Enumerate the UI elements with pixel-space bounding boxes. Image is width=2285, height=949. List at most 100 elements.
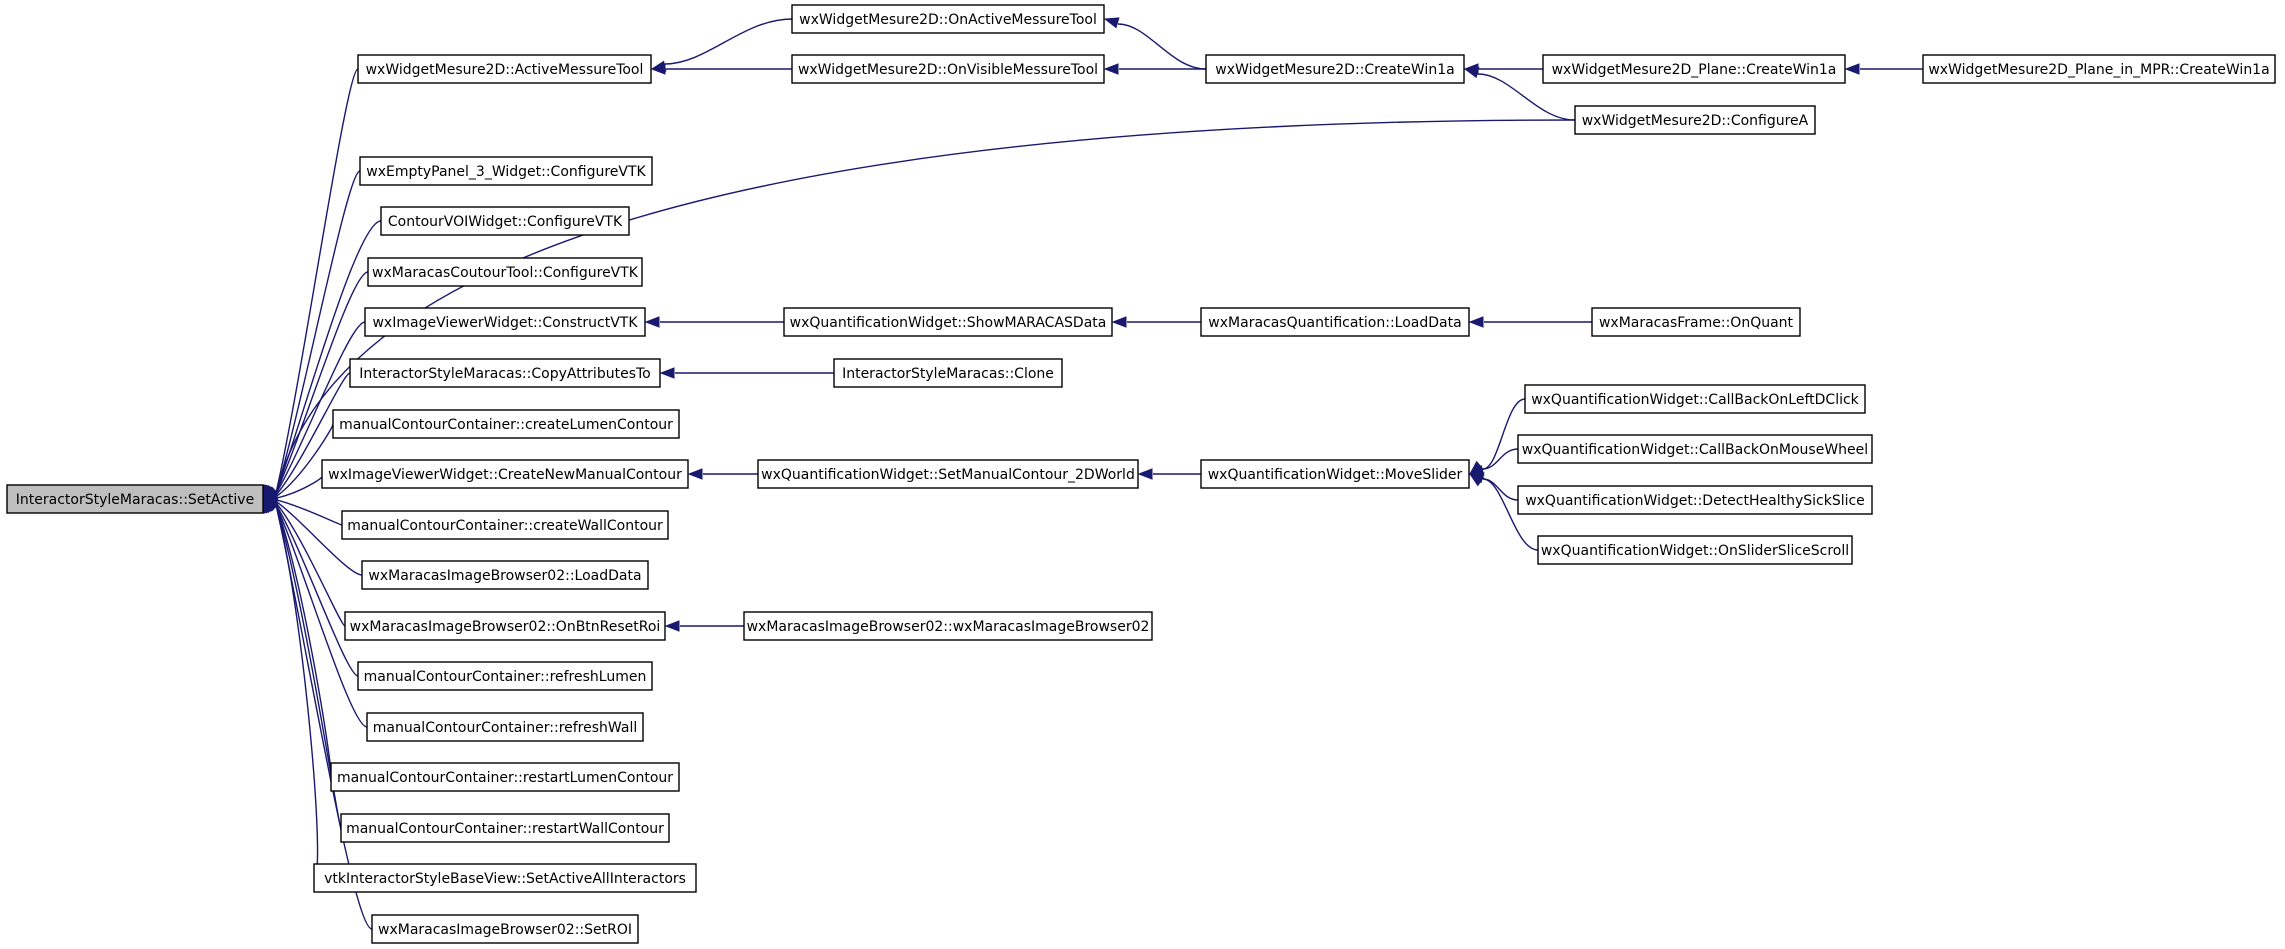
node-contourvoiwidget-configurevtk[interactable]: ContourVOIWidget::ConfigureVTK	[380, 206, 630, 236]
node-manualcontourcontainer-refreshlumen[interactable]: manualContourContainer::refreshLumen	[357, 661, 653, 691]
node-wxquantificationwidget-callbackonleftdclick[interactable]: wxQuantificationWidget::CallBackOnLeftDC…	[1524, 384, 1866, 414]
node-wxquantificationwidget-detecthealthysickslice[interactable]: wxQuantificationWidget::DetectHealthySic…	[1517, 485, 1873, 515]
node-box	[340, 813, 670, 843]
node-manualcontourcontainer-createlumencontour[interactable]: manualContourContainer::createLumenConto…	[332, 409, 680, 439]
edge-mib_roi-to-root	[261, 497, 373, 930]
edge-cw1a-to-oamt	[1103, 17, 1207, 70]
edge-arrowhead	[1103, 17, 1120, 29]
node-manualcontourcontainer-createwallcontour[interactable]: manualContourContainer::createWallContou…	[341, 510, 669, 540]
edge-arrowhead	[687, 468, 703, 480]
node-wxwidgetmesure2d-onactivemessuretool[interactable]: wxWidgetMesure2D::OnActiveMessureTool	[791, 4, 1105, 34]
node-manualcontourcontainer-restartlumencontour[interactable]: manualContourContainer::restartLumenCont…	[330, 762, 680, 792]
node-wxmaracasimagebrowser02-loaddata[interactable]: wxMaracasImageBrowser02::LoadData	[361, 560, 649, 590]
edge-qms-to-qsmc	[1137, 468, 1201, 480]
node-box	[1537, 535, 1853, 565]
node-wxmaracasframe-onquant[interactable]: wxMaracasFrame::OnQuant	[1591, 307, 1801, 337]
edge-line	[275, 503, 359, 677]
node-wximageviewerwidget-constructvtk[interactable]: wxImageViewerWidget::ConstructVTK	[364, 307, 646, 337]
node-wxquantificationwidget-moveslider[interactable]: wxQuantificationWidget::MoveSlider	[1200, 459, 1470, 489]
node-label: wxWidgetMesure2D_Plane::CreateWin1a	[1552, 62, 1837, 78]
node-label: wxWidgetMesure2D_Plane_in_MPR::CreateWin…	[1928, 62, 2269, 78]
node-label: wxWidgetMesure2D::CreateWin1a	[1215, 62, 1454, 78]
edge-line	[275, 372, 351, 496]
node-box	[357, 661, 653, 691]
node-interactorstylemaracas-clone[interactable]: InteractorStyleMaracas::Clone	[833, 358, 1063, 388]
node-box	[1200, 459, 1470, 489]
node-label: manualContourContainer::createWallContou…	[347, 518, 663, 534]
node-wxquantificationwidget-setmanualcontour-2dworld[interactable]: wxQuantificationWidget::SetManualContour…	[757, 459, 1139, 489]
node-wxwidgetmesure2d-onvisiblemessuretool[interactable]: wxWidgetMesure2D::OnVisibleMessureTool	[791, 54, 1105, 84]
node-box	[364, 307, 646, 337]
edge-line	[275, 68, 359, 494]
node-wxwidgetmesure2d-createwin1a[interactable]: wxWidgetMesure2D::CreateWin1a	[1205, 54, 1465, 84]
node-wxwidgetmesure2d-plane-in-mpr-createwin1a[interactable]: wxWidgetMesure2D_Plane_in_MPR::CreateWin…	[1922, 54, 2276, 84]
node-label: ContourVOIWidget::ConfigureVTK	[388, 214, 623, 230]
node-vtkinteractorstylebaseview-setactiveallinteractors[interactable]: vtkInteractorStyleBaseView::SetActiveAll…	[313, 863, 697, 893]
edge-oamt-to-amt	[650, 18, 793, 72]
edge-cnmc-to-root	[262, 473, 325, 502]
node-box	[344, 611, 666, 641]
node-label: wxQuantificationWidget::MoveSlider	[1208, 467, 1463, 483]
node-wxmaracasquantification-loaddata[interactable]: wxMaracasQuantification::LoadData	[1200, 307, 1470, 337]
edge-line	[275, 271, 369, 494]
node-wxquantificationwidget-showmaracasdata[interactable]: wxQuantificationWidget::ShowMARACASData	[783, 307, 1113, 337]
node-label: manualContourContainer::restartWallConto…	[346, 821, 664, 837]
edge-arrowhead	[1844, 63, 1860, 75]
node-wxwidgetmesure2d-plane-createwin1a[interactable]: wxWidgetMesure2D_Plane::CreateWin1a	[1542, 54, 1846, 84]
edge-arrowhead	[1468, 473, 1485, 487]
node-label: wxMaracasCoutourTool::ConfigureVTK	[372, 265, 639, 281]
node-wxmaracasimagebrowser02-wxmaracasimagebrowser02[interactable]: wxMaracasImageBrowser02::wxMaracasImageB…	[743, 611, 1153, 641]
node-box	[366, 712, 644, 742]
edge-arrowhead	[1103, 63, 1119, 75]
node-box	[341, 510, 669, 540]
edge-line	[1482, 398, 1526, 470]
node-wxwidgetmesure2d-configurea[interactable]: wxWidgetMesure2D::ConfigureA	[1574, 105, 1816, 135]
edge-arrowhead	[1463, 67, 1480, 79]
node-box	[349, 358, 661, 388]
edge-line	[1117, 23, 1207, 70]
node-box	[1517, 434, 1873, 464]
node-label: wxImageViewerWidget::CreateNewManualCont…	[328, 467, 682, 483]
edge-mfoq-to-mqld	[1468, 316, 1592, 328]
node-wxemptypanel-3-widget-configurevtk[interactable]: wxEmptyPanel_3_Widget::ConfigureVTK	[359, 156, 653, 186]
node-wximageviewerwidget-createnewmanualcontour[interactable]: wxImageViewerWidget::CreateNewManualCont…	[321, 459, 689, 489]
edge-arrowhead	[664, 620, 680, 632]
node-box	[1524, 384, 1866, 414]
node-label: wxMaracasImageBrowser02::LoadData	[368, 568, 641, 584]
edge-mqld-to-qsm	[1111, 316, 1201, 328]
edge-line	[275, 504, 368, 728]
node-manualcontourcontainer-restartwallcontour[interactable]: manualContourContainer::restartWallConto…	[340, 813, 670, 843]
node-box	[1922, 54, 2276, 84]
node-label: wxQuantificationWidget::SetManualContour…	[761, 467, 1135, 483]
node-interactorstylemaracas-setactive[interactable]: InteractorStyleMaracas::SetActive	[6, 484, 264, 514]
node-box	[367, 257, 643, 287]
node-manualcontourcontainer-refreshwall[interactable]: manualContourContainer::refreshWall	[366, 712, 644, 742]
edge-planempr-to-plane	[1844, 63, 1923, 75]
edge-line	[1482, 478, 1539, 551]
node-box	[783, 307, 1113, 337]
node-wxmaracascoutourtool-configurevtk[interactable]: wxMaracasCoutourTool::ConfigureVTK	[367, 257, 643, 287]
edge-line	[275, 500, 363, 576]
node-label: wxQuantificationWidget::CallBackOnMouseW…	[1522, 442, 1868, 458]
node-box	[1542, 54, 1846, 84]
node-wxquantificationwidget-onsliderslicescroll[interactable]: wxQuantificationWidget::OnSliderSliceScr…	[1537, 535, 1853, 565]
node-box	[6, 484, 264, 514]
node-wxwidgetmesure2d-activemessuretool[interactable]: wxWidgetMesure2D::ActiveMessureTool	[357, 54, 652, 84]
edge-arrowhead	[1111, 316, 1127, 328]
node-box	[757, 459, 1139, 489]
node-wxmaracasimagebrowser02-onbtnresetroi[interactable]: wxMaracasImageBrowser02::OnBtnResetRoi	[344, 611, 666, 641]
edge-line	[1477, 73, 1576, 121]
edge-rwc-to-root	[262, 497, 342, 829]
node-label: InteractorStyleMaracas::Clone	[842, 366, 1054, 382]
edge-ovmt-to-amt	[650, 63, 792, 75]
node-wxmaracasimagebrowser02-setroi[interactable]: wxMaracasImageBrowser02::SetROI	[371, 914, 639, 944]
edge-line	[275, 504, 373, 930]
edge-cfa-to-cw1a	[1463, 67, 1576, 121]
node-box	[313, 863, 697, 893]
node-wxquantificationwidget-callbackonmousewheel[interactable]: wxQuantificationWidget::CallBackOnMouseW…	[1517, 434, 1873, 464]
edge-mibctor-to-mib_reset	[664, 620, 744, 632]
node-interactorstylemaracas-copyattributesto[interactable]: InteractorStyleMaracas::CopyAttributesTo	[349, 358, 661, 388]
node-label: manualContourContainer::createLumenConto…	[339, 417, 673, 433]
edge-cwc-to-root	[262, 496, 343, 526]
node-box	[332, 409, 680, 439]
